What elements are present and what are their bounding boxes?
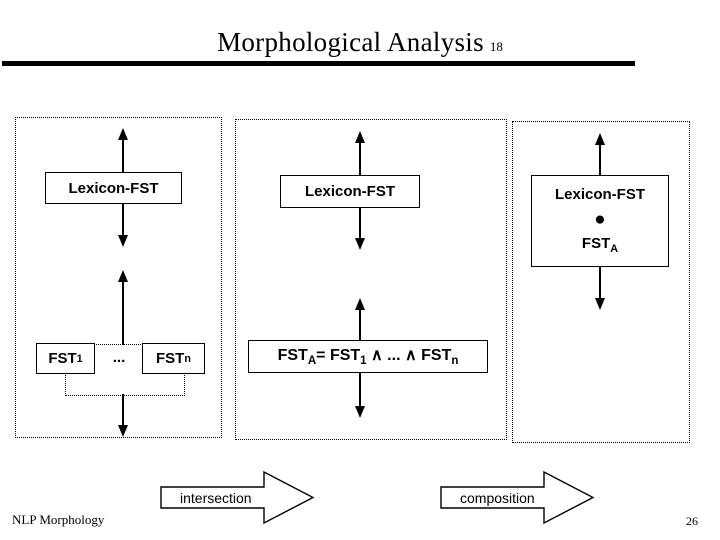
arrow-down-panel2-bottom — [355, 372, 365, 418]
fst-a-formula-box[interactable]: FSTA= FST1 ∧ ... ∧ FSTn — [248, 340, 488, 373]
arrow-up-panel3-top — [595, 133, 605, 177]
fst-n-subscript: n — [184, 352, 191, 365]
arrow-up-panel2-lower — [355, 298, 365, 343]
formula-ellipsis: ... — [387, 347, 401, 365]
fst-1-subscript: 1 — [76, 352, 83, 365]
lexicon-fst-box-panel1[interactable]: Lexicon-FST — [45, 172, 182, 204]
intersection-block-arrow[interactable]: intersection — [160, 470, 315, 525]
formula-equals: = — [316, 347, 330, 365]
footer-text: NLP Morphology — [12, 512, 105, 527]
title-number: 18 — [489, 39, 503, 54]
arrow-up-panel1-top — [118, 128, 128, 174]
fst-n-base: FST — [156, 350, 185, 367]
formula-op1: ∧ — [366, 347, 388, 365]
formula-term2-sub: n — [451, 355, 459, 368]
title-text: Morphological Analysis — [217, 27, 484, 57]
block-arrow-shape-icon — [440, 470, 595, 525]
formula-term1-base: FST — [329, 347, 361, 365]
page-number: 26 — [686, 514, 698, 528]
page-title: Morphological Analysis 18 — [0, 27, 720, 58]
block-arrow-shape-icon — [160, 470, 315, 525]
lexicon-fst-label: Lexicon-FST — [554, 186, 645, 204]
arrow-up-panel1-lower — [118, 270, 128, 345]
composition-operator-dot-icon: ● — [594, 209, 606, 231]
title-divider — [2, 61, 635, 66]
arrow-down-panel2-upper — [355, 207, 365, 250]
fst-a-formula: FSTA= FST1 ∧ ... ∧ FSTn — [278, 345, 459, 367]
lexicon-fst-label: Lexicon-FST — [68, 179, 159, 197]
fst-a-base: FST — [581, 235, 611, 253]
panel-intersection-stage — [15, 117, 222, 438]
composition-block-arrow[interactable]: composition — [440, 470, 595, 525]
composed-fst-box[interactable]: Lexicon-FST ● FSTA — [531, 175, 669, 267]
panel-intersected-fst — [235, 119, 507, 440]
formula-op2: ∧ — [400, 347, 422, 365]
arrow-down-panel3-bottom — [595, 266, 605, 310]
lexicon-fst-label: Lexicon-FST — [304, 183, 395, 200]
composition-label: composition — [460, 489, 535, 506]
arrow-down-panel1-bottom — [118, 394, 128, 437]
formula-lhs-sub: A — [307, 355, 317, 368]
panel-composed-fst — [512, 121, 690, 443]
fst-ellipsis: ... — [112, 349, 126, 366]
lexicon-fst-box-panel2[interactable]: Lexicon-FST — [280, 175, 420, 208]
formula-term2-base: FST — [421, 347, 452, 365]
formula-term1-sub: 1 — [360, 355, 367, 368]
fst-1-base: FST — [48, 350, 77, 367]
intersection-label: intersection — [180, 489, 252, 506]
arrow-down-panel1-upper — [118, 203, 128, 247]
fst-a-result: FSTA — [582, 235, 618, 255]
formula-lhs-base: FST — [277, 347, 308, 365]
fst-a-subscript: A — [610, 243, 619, 256]
arrow-up-panel2-top — [355, 131, 365, 177]
